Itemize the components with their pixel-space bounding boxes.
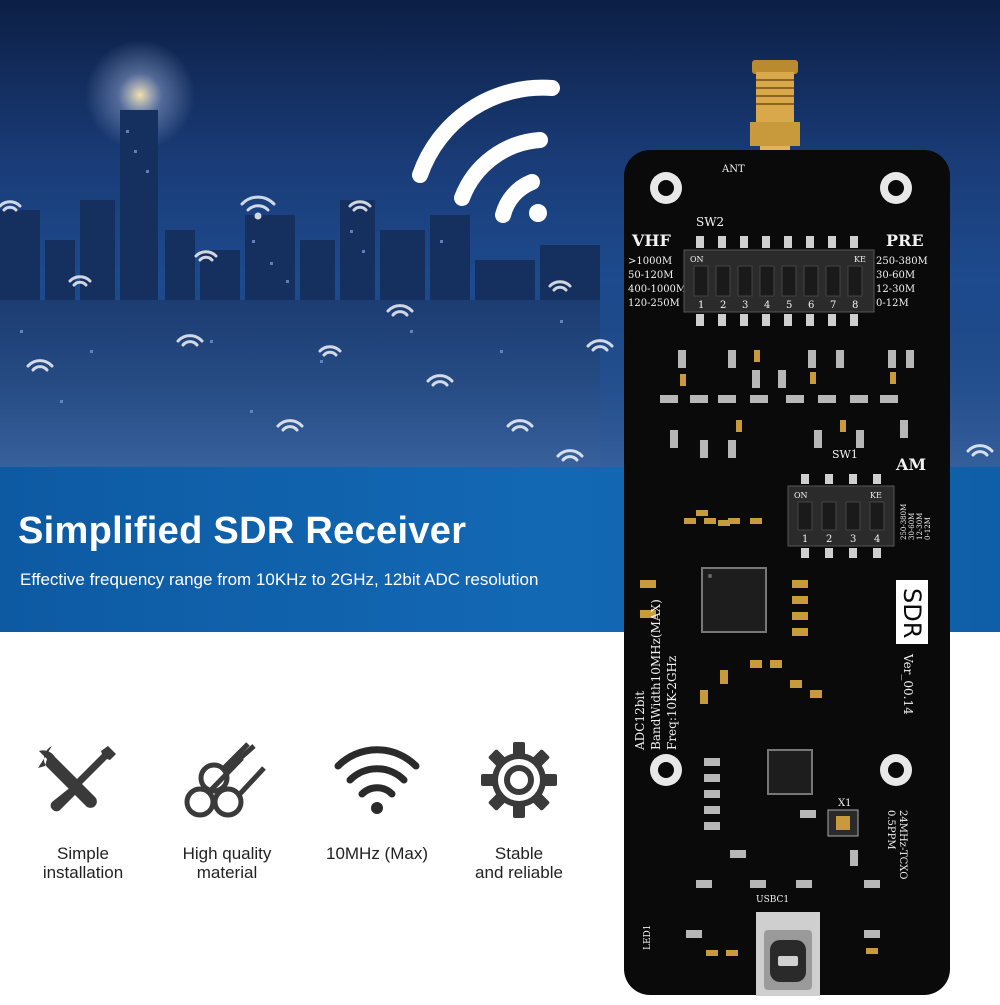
svg-text:7: 7 xyxy=(830,300,836,311)
wifi-signal-icon xyxy=(334,746,420,814)
svg-text:0.5PPM: 0.5PPM xyxy=(885,810,896,850)
pre-band-4: 0-12M xyxy=(876,298,909,309)
feature-label-line2: and reliable xyxy=(475,863,563,882)
feature-label-line1: Simple xyxy=(57,844,109,863)
subheadline: Effective frequency range from 10KHz to … xyxy=(20,570,539,589)
pre-band-1: 250-380M xyxy=(876,256,928,267)
svg-text:1: 1 xyxy=(802,534,808,545)
headline: Simplified SDR Receiver xyxy=(18,510,467,552)
adc-chip xyxy=(701,567,767,633)
svg-text:BandWidth10MHz(MAX): BandWidth10MHz(MAX) xyxy=(649,599,663,750)
svg-text:6: 6 xyxy=(808,300,814,311)
svg-text:2: 2 xyxy=(720,300,726,311)
usb-label: USBC1 xyxy=(756,895,789,905)
svg-text:ON: ON xyxy=(690,255,704,264)
feature-simple-installation: Simple installation xyxy=(8,740,158,882)
svg-text:12-30M: 12-30M xyxy=(916,513,924,540)
sw1-label: SW1 xyxy=(832,448,858,461)
pre-band-3: 12-30M xyxy=(876,284,915,295)
usb-controller-chip xyxy=(767,749,813,795)
svg-text:3: 3 xyxy=(850,534,856,545)
svg-text:4: 4 xyxy=(764,300,770,311)
svg-text:3: 3 xyxy=(742,300,748,311)
am-label: AM xyxy=(895,455,926,474)
svg-text:0-12M: 0-12M xyxy=(924,517,932,540)
svg-text:250-380M: 250-380M xyxy=(900,504,908,540)
antenna-label: ANT xyxy=(721,164,745,175)
svg-text:KE: KE xyxy=(854,255,866,264)
tcxo-crystal xyxy=(827,809,859,837)
svg-text:ADC12bit: ADC12bit xyxy=(633,691,647,751)
sw2-dip-switch: ON KE 1 2 3 4 5 6 7 8 xyxy=(683,236,875,326)
sdr-board: ANT SW2 VHF PRE >1000M 50-120M 400-1000M… xyxy=(600,50,960,1000)
svg-text:ON: ON xyxy=(794,491,808,500)
sdr-label: SDR xyxy=(898,588,926,638)
pcb-board-graphic: ANT SW2 VHF PRE >1000M 50-120M 400-1000M… xyxy=(624,60,950,996)
adc-spec-text: ADC12bit BandWidth10MHz(MAX) Freq:10K-2G… xyxy=(633,599,679,751)
feature-high-quality-material: High quality material xyxy=(152,740,302,882)
feature-label-line1: High quality xyxy=(182,844,272,863)
feature-label-line2: installation xyxy=(42,863,124,882)
sdr-label-box: SDR xyxy=(896,580,928,644)
svg-text:5: 5 xyxy=(786,300,792,311)
material-pipes-icon xyxy=(184,742,266,818)
svg-text:8: 8 xyxy=(852,300,858,311)
vhf-band-1: >1000M xyxy=(628,256,672,267)
feature-label-line1: Stable xyxy=(494,844,544,863)
pre-band-2: 30-60M xyxy=(876,270,915,281)
gear-icon xyxy=(481,742,557,818)
version-label: Ver_00.14 xyxy=(901,653,915,715)
x1-label: X1 xyxy=(838,798,851,809)
large-wifi-icon xyxy=(412,79,560,223)
svg-text:Freq:10K-2GHz: Freq:10K-2GHz xyxy=(665,656,679,750)
svg-text:1: 1 xyxy=(698,300,704,311)
feature-bandwidth: 10MHz (Max) xyxy=(302,740,452,863)
vhf-band-4: 120-250M xyxy=(628,298,680,309)
tcxo-text: 24MHz-TCXO 0.5PPM xyxy=(885,810,908,879)
svg-text:30-60M: 30-60M xyxy=(908,513,916,540)
feature-label-line1: 10MHz (Max) xyxy=(325,844,428,863)
led-label: LED1 xyxy=(643,925,653,951)
sw1-dip-switch: ON KE 1 2 3 4 250-380M 30-60M 12-30M 0-1… xyxy=(787,474,932,558)
wrench-screwdriver-icon xyxy=(38,746,116,812)
sma-antenna-connector xyxy=(750,60,800,166)
smd-components-upper xyxy=(660,350,914,526)
svg-text:2: 2 xyxy=(826,534,832,545)
svg-text:24MHz-TCXO: 24MHz-TCXO xyxy=(897,810,908,879)
sw2-label: SW2 xyxy=(696,215,724,229)
pcb-body xyxy=(624,150,950,995)
pre-label: PRE xyxy=(886,231,924,250)
vhf-band-3: 400-1000M xyxy=(628,284,686,295)
vhf-label: VHF xyxy=(631,231,672,250)
feature-stable-reliable: Stable and reliable xyxy=(444,740,594,882)
feature-label-line2: material xyxy=(196,863,258,882)
svg-text:4: 4 xyxy=(874,534,880,545)
vhf-band-2: 50-120M xyxy=(628,270,673,281)
svg-text:KE: KE xyxy=(870,491,882,500)
usb-c-port xyxy=(756,912,820,996)
